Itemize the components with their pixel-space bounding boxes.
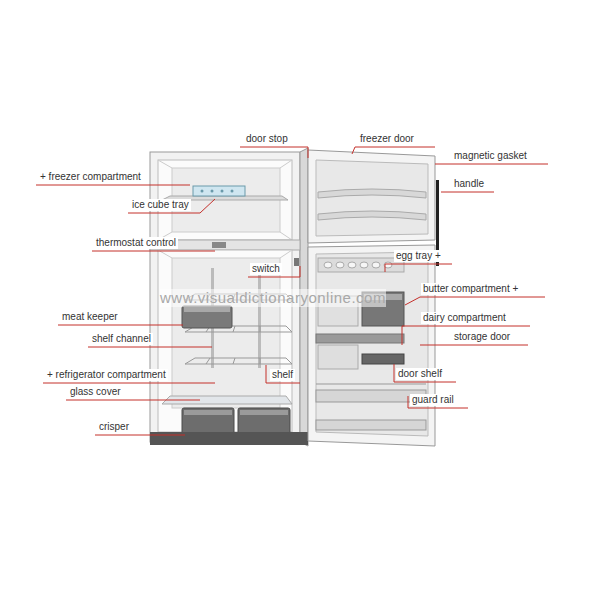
watermark: www.visualdictionaryonline.com	[160, 289, 386, 307]
part-label: door stop	[244, 133, 290, 145]
part-label: dairy compartment	[421, 312, 508, 324]
part-label: switch	[250, 263, 282, 275]
part-label: shelf	[270, 369, 295, 381]
part-label: glass cover	[68, 386, 123, 398]
part-label: magnetic gasket	[452, 150, 529, 162]
part-label: butter compartment +	[421, 283, 520, 295]
part-label: ice cube tray	[130, 199, 191, 211]
part-label: shelf channel	[90, 333, 153, 345]
part-label: door shelf	[396, 368, 444, 380]
part-label: + refrigerator compartment	[45, 369, 168, 381]
part-label: meat keeper	[60, 311, 120, 323]
part-label: + freezer compartment	[38, 171, 143, 183]
part-label: guard rail	[410, 394, 456, 406]
part-label: freezer door	[358, 133, 416, 145]
part-label: handle	[452, 178, 486, 190]
part-label: thermostat control	[94, 237, 178, 249]
part-label: egg tray +	[394, 250, 443, 262]
part-label: storage door	[452, 331, 512, 343]
part-label: crisper	[97, 421, 131, 433]
